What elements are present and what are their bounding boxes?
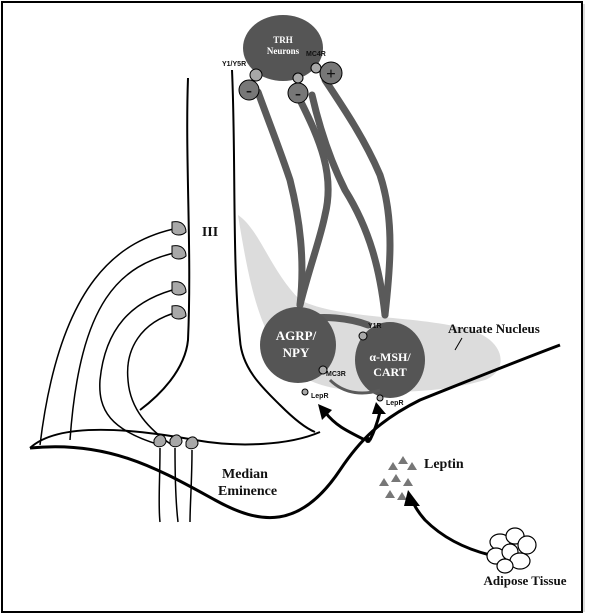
neurosecretory-fibers <box>39 227 193 523</box>
leptin-label: Leptin <box>424 457 464 472</box>
minus-sign-left <box>238 79 260 101</box>
y1y5r-label: Y1/Y5R <box>222 61 246 68</box>
plus-sign <box>319 61 343 85</box>
trh-label-line2: Neurons <box>267 46 300 56</box>
lepr-left-receptor <box>301 388 309 396</box>
nerve-terminals <box>153 221 199 450</box>
adipose-tissue-label: Adipose Tissue <box>484 573 567 588</box>
leptin-arrow-left <box>323 411 366 442</box>
agrp-label-line1: AGRP/ <box>276 328 317 343</box>
msh-label-line1: α-MSH/ <box>369 350 411 364</box>
msh-label-line2: CART <box>373 365 407 379</box>
leptin-arrowhead-right <box>372 402 386 414</box>
trh-neuron <box>243 15 323 81</box>
minus-left-text: - <box>246 80 252 100</box>
mc4r-label: MC4R <box>306 51 326 58</box>
mc4r-receptor-b <box>310 62 322 74</box>
msh-cart-neuron <box>355 322 425 398</box>
median-label-line2: Eminence <box>218 484 277 499</box>
arcuate-nucleus-label: Arcuate Nucleus <box>448 321 540 336</box>
leptin-arrowhead-left <box>318 404 332 420</box>
lepr-right-receptor <box>376 394 384 402</box>
mc4r-receptor-a <box>292 72 304 84</box>
agrp-npy-neuron <box>260 307 336 383</box>
third-ventricle-label: III <box>202 225 218 240</box>
adipose-cells <box>486 527 537 574</box>
minus-right-text: - <box>295 83 301 103</box>
plus-text: + <box>326 64 336 83</box>
lepr-left-label: LepR <box>311 393 329 400</box>
mc3r-label: MC3R <box>326 371 346 378</box>
leptin-arrow-right <box>368 411 382 441</box>
mc3r-connection <box>328 378 381 395</box>
ventricle-right-wall <box>231 69 316 433</box>
median-label-line1: Median <box>222 467 268 482</box>
ventricle-left-wall <box>139 77 191 411</box>
minus-sign-right <box>287 82 309 104</box>
adipose-arrowhead <box>404 490 420 506</box>
median-eminence-floor <box>29 343 561 519</box>
trh-label-line1: TRH <box>273 35 293 45</box>
mc3r-receptor <box>318 365 328 375</box>
y1r-label: Y1R <box>368 323 382 330</box>
y1y5r-receptor <box>249 68 263 82</box>
agrp-label-line2: NPY <box>283 345 310 360</box>
y1r-receptor <box>358 331 368 341</box>
leptin-molecules <box>379 456 417 500</box>
lepr-right-label: LepR <box>386 400 404 407</box>
adipose-arrow <box>410 499 491 557</box>
figure-border <box>1 1 583 613</box>
bbb-entry-point <box>365 437 371 443</box>
arcuate-pointer <box>454 337 463 351</box>
